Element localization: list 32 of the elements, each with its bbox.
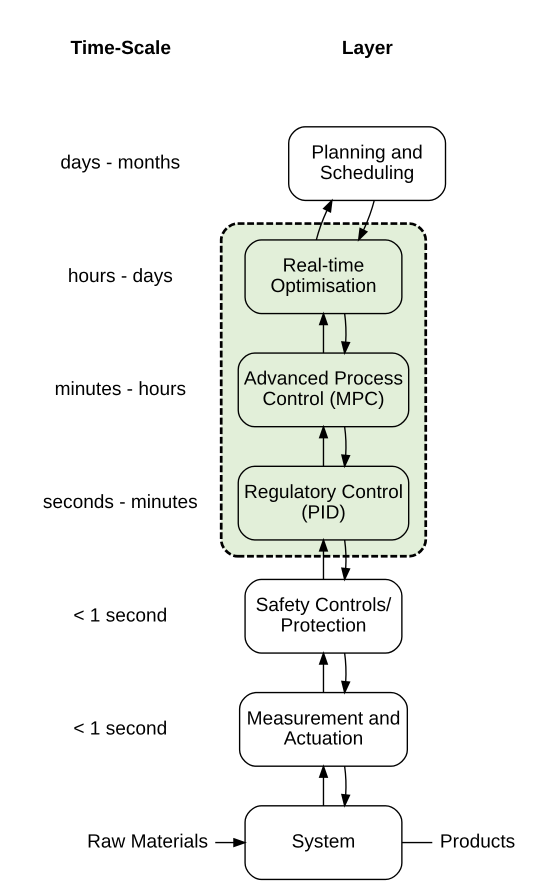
node-box: Measurement and Actuation [238, 692, 408, 767]
arrow [340, 540, 350, 582]
arrow [340, 766, 350, 808]
connector [402, 842, 432, 844]
arrow [340, 426, 350, 468]
node-box: Planning and Scheduling [288, 126, 446, 202]
cluster [219, 222, 427, 558]
arrow [357, 200, 374, 242]
node-text: Products [439, 832, 515, 853]
arrow [340, 314, 350, 356]
node-box: Real-time Optimisation [244, 239, 402, 314]
node-box: System [244, 805, 402, 880]
label: hours - days [67, 266, 172, 287]
label: < 1 second [72, 718, 167, 740]
node-box: Advanced Process Control (MPC) [237, 352, 409, 428]
arrow [318, 424, 328, 466]
arrow [340, 653, 350, 695]
label: seconds - minutes [42, 492, 198, 514]
arrow [318, 312, 328, 354]
node-box: Regulatory Control (PID) [237, 466, 409, 541]
node-text: Raw Materials [86, 832, 208, 853]
arrow [318, 764, 328, 806]
arrow [214, 838, 246, 848]
label: Time-Scale [70, 38, 170, 60]
label: < 1 second [72, 605, 167, 626]
arrow [318, 651, 328, 693]
arrow [315, 198, 332, 240]
label: Layer [341, 38, 392, 60]
label: minutes - hours [54, 378, 186, 400]
arrow [318, 538, 328, 580]
node-box: Safety Controls/ Protection [244, 578, 402, 654]
label: days - months [60, 152, 180, 174]
